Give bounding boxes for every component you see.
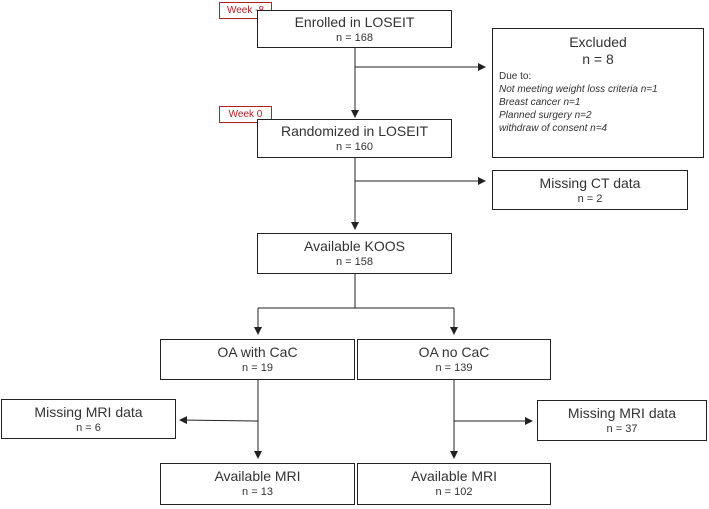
missing-ct-title: Missing CT data: [539, 175, 641, 191]
oa-cac-count: n = 19: [242, 362, 273, 374]
week0-tag: Week 0: [219, 106, 272, 123]
missing-ct-count: n = 2: [577, 193, 603, 205]
arrow-to-missing-mri-left: [179, 416, 259, 425]
randomized-title: Randomized in LOSEIT: [280, 123, 429, 139]
enrolled-title: Enrolled in LOSEIT: [294, 14, 415, 30]
missing-mri-left-title: Missing MRI data: [34, 404, 143, 420]
excluded-box: Excluded n = 8 Due to: Not meeting weigh…: [492, 28, 704, 158]
missing-mri-right-count: n = 37: [606, 423, 638, 435]
missing-mri-right-title: Missing MRI data: [567, 405, 677, 421]
excluded-count: n = 8: [582, 51, 614, 67]
oa-nocac-count: n = 139: [435, 362, 473, 374]
mri-right-title: Available MRI: [410, 468, 498, 484]
oa-cac-title: OA with CaC: [217, 344, 298, 360]
enrolled-box: Enrolled in LOSEIT n = 168: [257, 10, 452, 48]
enrolled-count: n = 168: [335, 32, 373, 44]
missing-mri-left-box: Missing MRI data n = 6: [1, 399, 176, 439]
mri-left-count: n = 13: [242, 486, 273, 498]
randomized-count: n = 160: [335, 141, 373, 153]
excluded-due-label: Due to:: [499, 71, 532, 82]
missing-mri-left-count: n = 6: [76, 422, 101, 434]
missing-mri-right-box: Missing MRI data n = 37: [537, 400, 707, 441]
oa-cac-box: OA with CaC n = 19: [160, 339, 355, 380]
mri-left-title: Available MRI: [214, 468, 301, 484]
oa-nocac-title: OA no CaC: [418, 344, 490, 360]
mri-right-box: Available MRI n = 102: [357, 463, 551, 505]
excluded-title: Excluded: [569, 34, 627, 50]
koos-box: Available KOOS n = 158: [257, 233, 452, 274]
mri-right-count: n = 102: [435, 486, 473, 498]
week-minus8-label: Week -8: [226, 5, 265, 16]
excluded-reason: withdraw of consent n=4: [499, 123, 608, 134]
mri-left-box: Available MRI n = 13: [160, 463, 355, 505]
koos-count: n = 158: [335, 256, 373, 268]
oa-nocac-box: OA no CaC n = 139: [357, 339, 551, 380]
week0-label: Week 0: [228, 109, 263, 120]
koos-title: Available KOOS: [304, 238, 405, 254]
randomized-box: Randomized in LOSEIT n = 160: [257, 119, 452, 158]
missing-ct-box: Missing CT data n = 2: [492, 170, 688, 210]
excluded-reason: Not meeting weight loss criteria n=1: [499, 84, 658, 95]
excluded-reason: Breast cancer n=1: [499, 97, 581, 108]
excluded-reason: Planned surgery n=2: [499, 110, 592, 121]
